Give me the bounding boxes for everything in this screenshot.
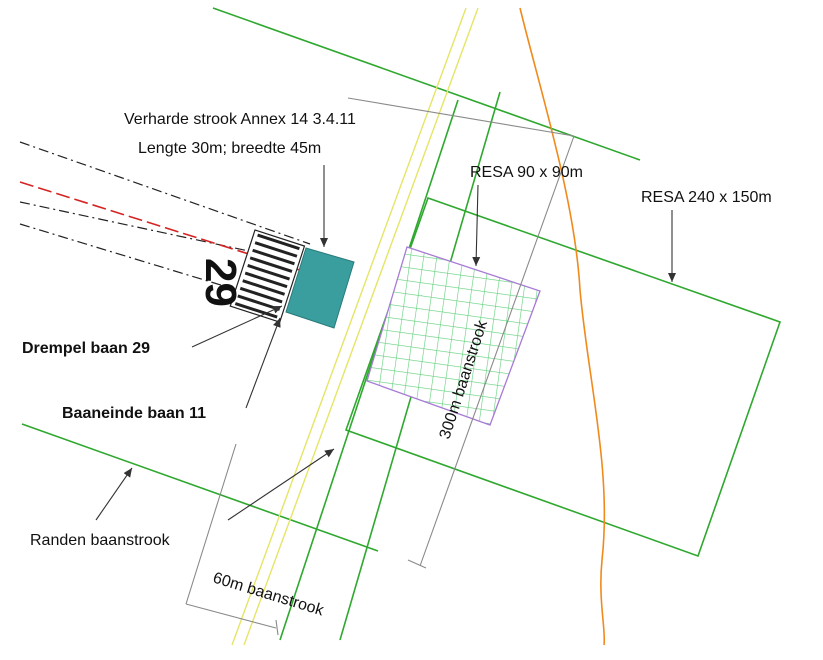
strip-edge-top: [212, 7, 641, 161]
label-resa-large: RESA 240 x 150m: [641, 189, 772, 206]
label-resa-small: RESA 90 x 90m: [470, 164, 583, 181]
runway-number: 29: [196, 258, 245, 307]
label-baaneinde: Baaneinde baan 11: [62, 405, 206, 422]
label-verharde-title: Verharde strook Annex 14 3.4.11: [124, 111, 356, 128]
river-curve: [519, 7, 606, 646]
strip-edge-bottom: [21, 423, 379, 552]
label-verharde-dims: Lengte 30m; breedte 45m: [138, 140, 321, 157]
label-drempel: Drempel baan 29: [22, 340, 150, 357]
runway-edge-middle: [19, 201, 301, 263]
strip-edge-left: [279, 99, 459, 641]
runway-edge-upper: [19, 141, 311, 245]
access-road: [231, 7, 479, 646]
resa-large-area: [344, 196, 782, 558]
leader-arrows: [95, 165, 676, 521]
paved-strip: [285, 247, 355, 329]
dimension-lines: [185, 97, 575, 636]
resa-small-area: [366, 246, 541, 426]
threshold-markings: [229, 229, 306, 323]
label-randen: Randen baanstrook: [30, 532, 171, 549]
